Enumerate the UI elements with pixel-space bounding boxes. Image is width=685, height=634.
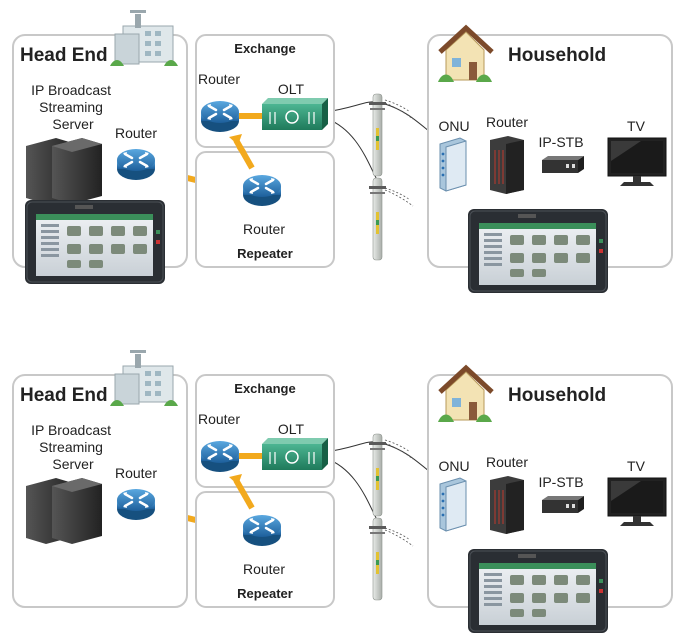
stb-icon xyxy=(542,156,584,173)
head-end-title: Head End xyxy=(20,45,108,66)
switch-icon xyxy=(490,476,524,534)
onu-label: ONU xyxy=(438,118,469,134)
exchange-panel: Exchange Router OLT xyxy=(195,34,335,148)
household-title: Household xyxy=(508,45,606,66)
tester-icon xyxy=(24,199,166,285)
server-label: IP Broadcast Streaming Server xyxy=(31,422,115,472)
head-end-router-label: Router xyxy=(115,465,157,481)
tester-icon xyxy=(467,208,609,294)
server-icon xyxy=(26,478,102,544)
olt-icon xyxy=(262,438,328,470)
exchange-panel: Exchange Router OLT xyxy=(195,374,335,488)
repeater-router-label: Router xyxy=(243,221,285,237)
utility-pole-icon xyxy=(368,177,387,261)
router-icon xyxy=(115,147,157,182)
diagram-1: Head End IP Broadcast Streaming Server R… xyxy=(12,10,673,294)
tv-icon xyxy=(607,477,667,526)
exchange-title: Exchange xyxy=(234,381,295,396)
household-router-label: Router xyxy=(486,454,528,470)
tv-icon xyxy=(607,137,667,186)
household-panel: Household ONU Router IP-STB TV xyxy=(427,364,673,634)
tv-label: TV xyxy=(627,118,646,134)
building-icon xyxy=(110,10,178,66)
server-label: IP Broadcast Streaming Server xyxy=(31,82,115,132)
household-panel: Household ONU Router IP-STB TV xyxy=(427,24,673,294)
server-icon xyxy=(26,138,102,204)
router-icon xyxy=(199,99,241,134)
head-end-panel: Head End IP Broadcast Streaming Server R… xyxy=(12,350,188,608)
building-icon xyxy=(110,350,178,406)
olt-label: OLT xyxy=(278,81,305,97)
router-icon xyxy=(241,513,283,548)
onu-label: ONU xyxy=(438,458,469,474)
tester-icon xyxy=(467,548,609,634)
house-icon xyxy=(438,24,494,82)
repeater-panel: Router Repeater xyxy=(195,474,335,608)
olt-label: OLT xyxy=(278,421,305,437)
tv-label: TV xyxy=(627,458,646,474)
head-end-router-label: Router xyxy=(115,125,157,141)
household-router-label: Router xyxy=(486,114,528,130)
stb-icon xyxy=(542,496,584,513)
utility-pole-icon xyxy=(368,93,387,177)
utility-pole-icon xyxy=(368,517,387,601)
repeater-title: Repeater xyxy=(237,246,293,261)
head-end-title: Head End xyxy=(20,385,108,406)
repeater-router-label: Router xyxy=(243,561,285,577)
switch-icon xyxy=(490,136,524,194)
repeater-title: Repeater xyxy=(237,586,293,601)
stb-label: IP-STB xyxy=(538,134,583,150)
exchange-router-label: Router xyxy=(198,71,240,87)
router-icon xyxy=(241,173,283,208)
household-title: Household xyxy=(508,385,606,406)
house-icon xyxy=(438,364,494,422)
repeater-panel: Router Repeater xyxy=(195,134,335,268)
stb-label: IP-STB xyxy=(538,474,583,490)
head-end-panel: Head End IP Broadcast Streaming Server R… xyxy=(12,10,188,285)
onu-icon xyxy=(439,137,467,192)
utility-pole-icon xyxy=(368,433,387,517)
olt-icon xyxy=(262,98,328,130)
router-icon xyxy=(199,439,241,474)
router-icon xyxy=(115,487,157,522)
exchange-title: Exchange xyxy=(234,41,295,56)
onu-icon xyxy=(439,477,467,532)
exchange-router-label: Router xyxy=(198,411,240,427)
diagram-2: Head End IP Broadcast Streaming Server R… xyxy=(12,350,673,634)
